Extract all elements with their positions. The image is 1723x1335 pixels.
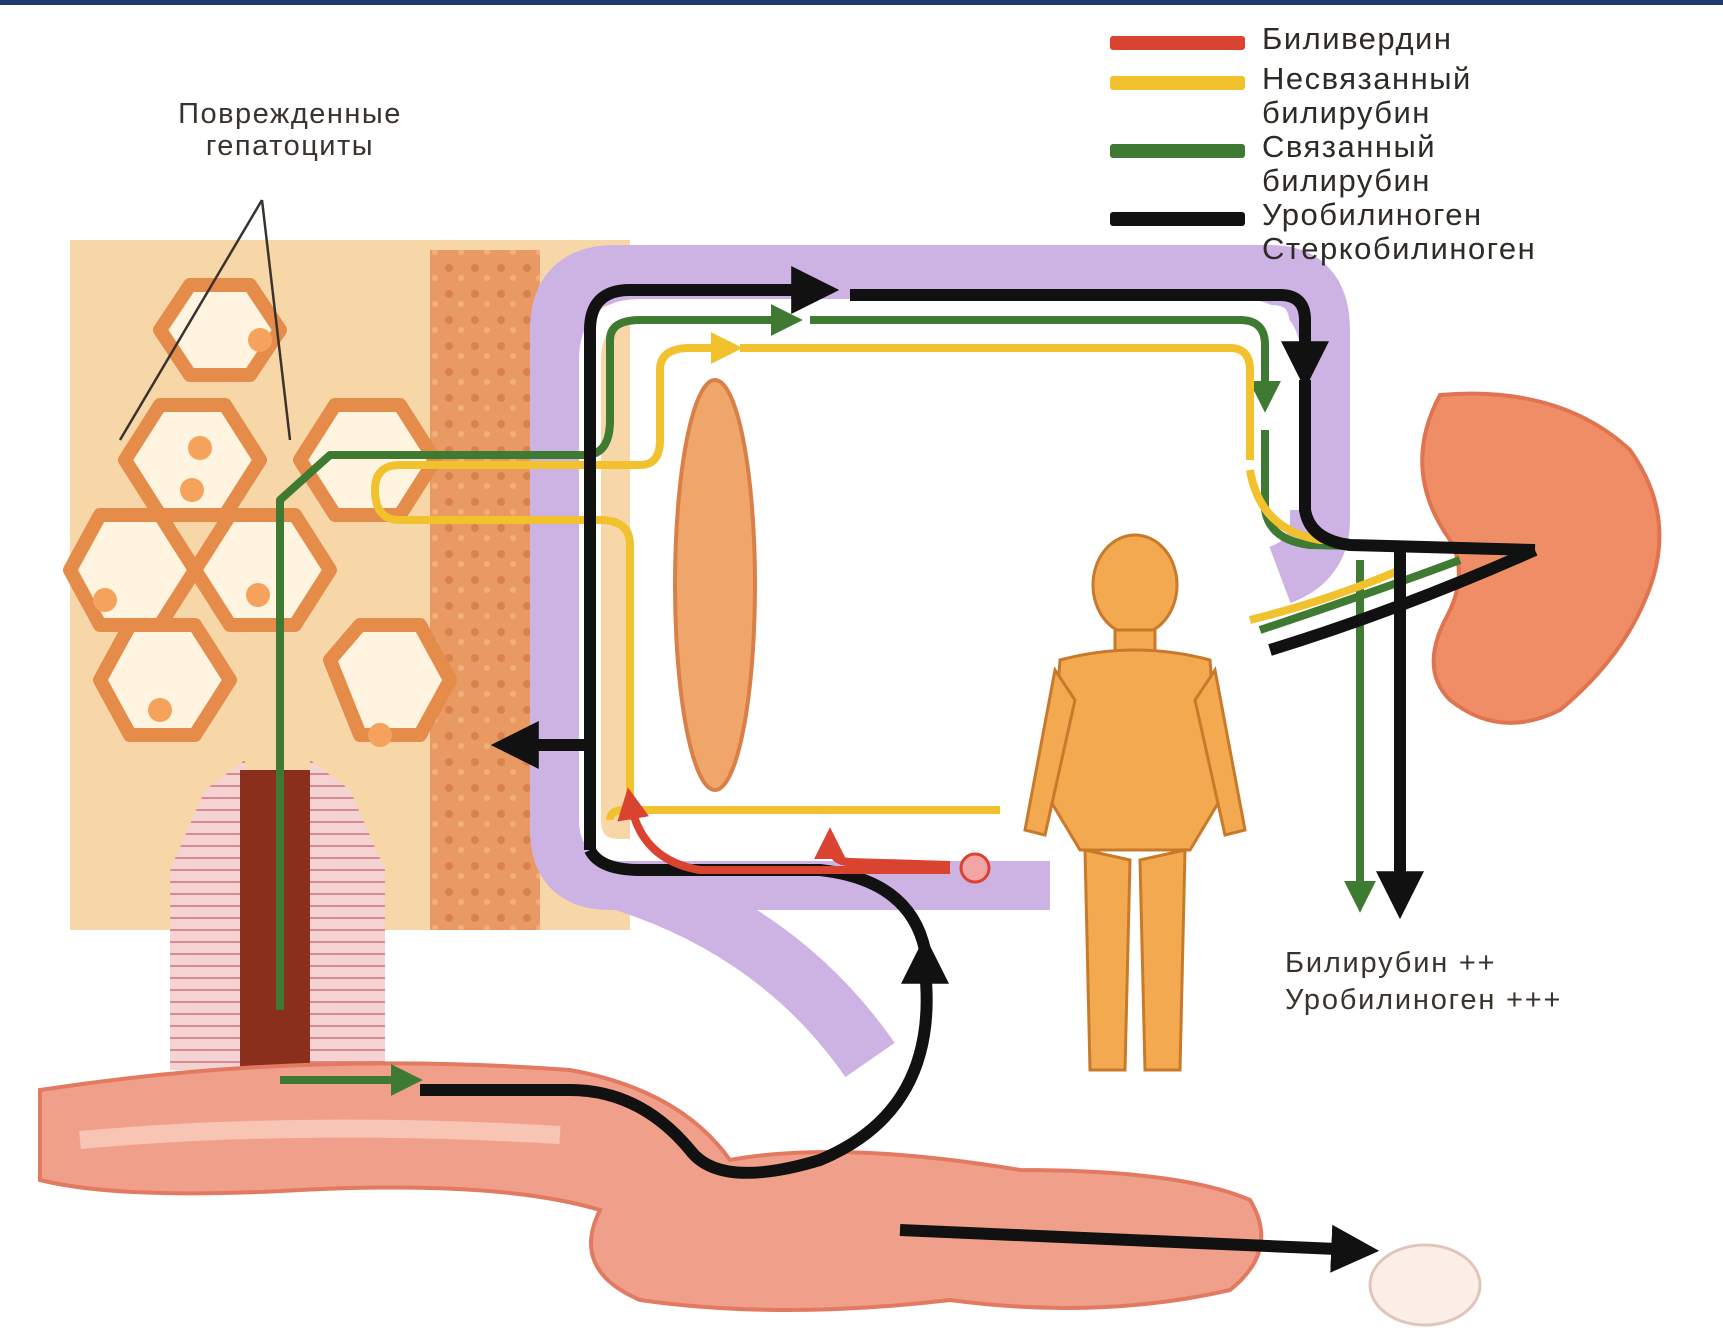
- legend-label: Несвязанный билирубин: [1262, 62, 1472, 130]
- urine-result-label: Билирубин ++ Уробилиноген +++: [1285, 945, 1705, 1019]
- red-cell-breakdown-marker: [961, 854, 989, 882]
- human-figure: [1025, 535, 1245, 1070]
- stool: [1370, 1245, 1480, 1325]
- legend-label: Уробилиноген Стеркобилиноген: [1262, 198, 1536, 266]
- legend-label: Биливердин: [1262, 22, 1452, 56]
- legend-swatch: [1110, 212, 1245, 226]
- legend-label: Связанный билирубин: [1262, 130, 1436, 198]
- intestine: [40, 1063, 1261, 1310]
- legend-swatch: [1110, 36, 1245, 50]
- spleen: [675, 380, 755, 790]
- damaged-hepatocytes-label: Поврежденные гепатоциты: [100, 98, 480, 162]
- legend-swatch: [1110, 76, 1245, 90]
- legend-swatch: [1110, 144, 1245, 158]
